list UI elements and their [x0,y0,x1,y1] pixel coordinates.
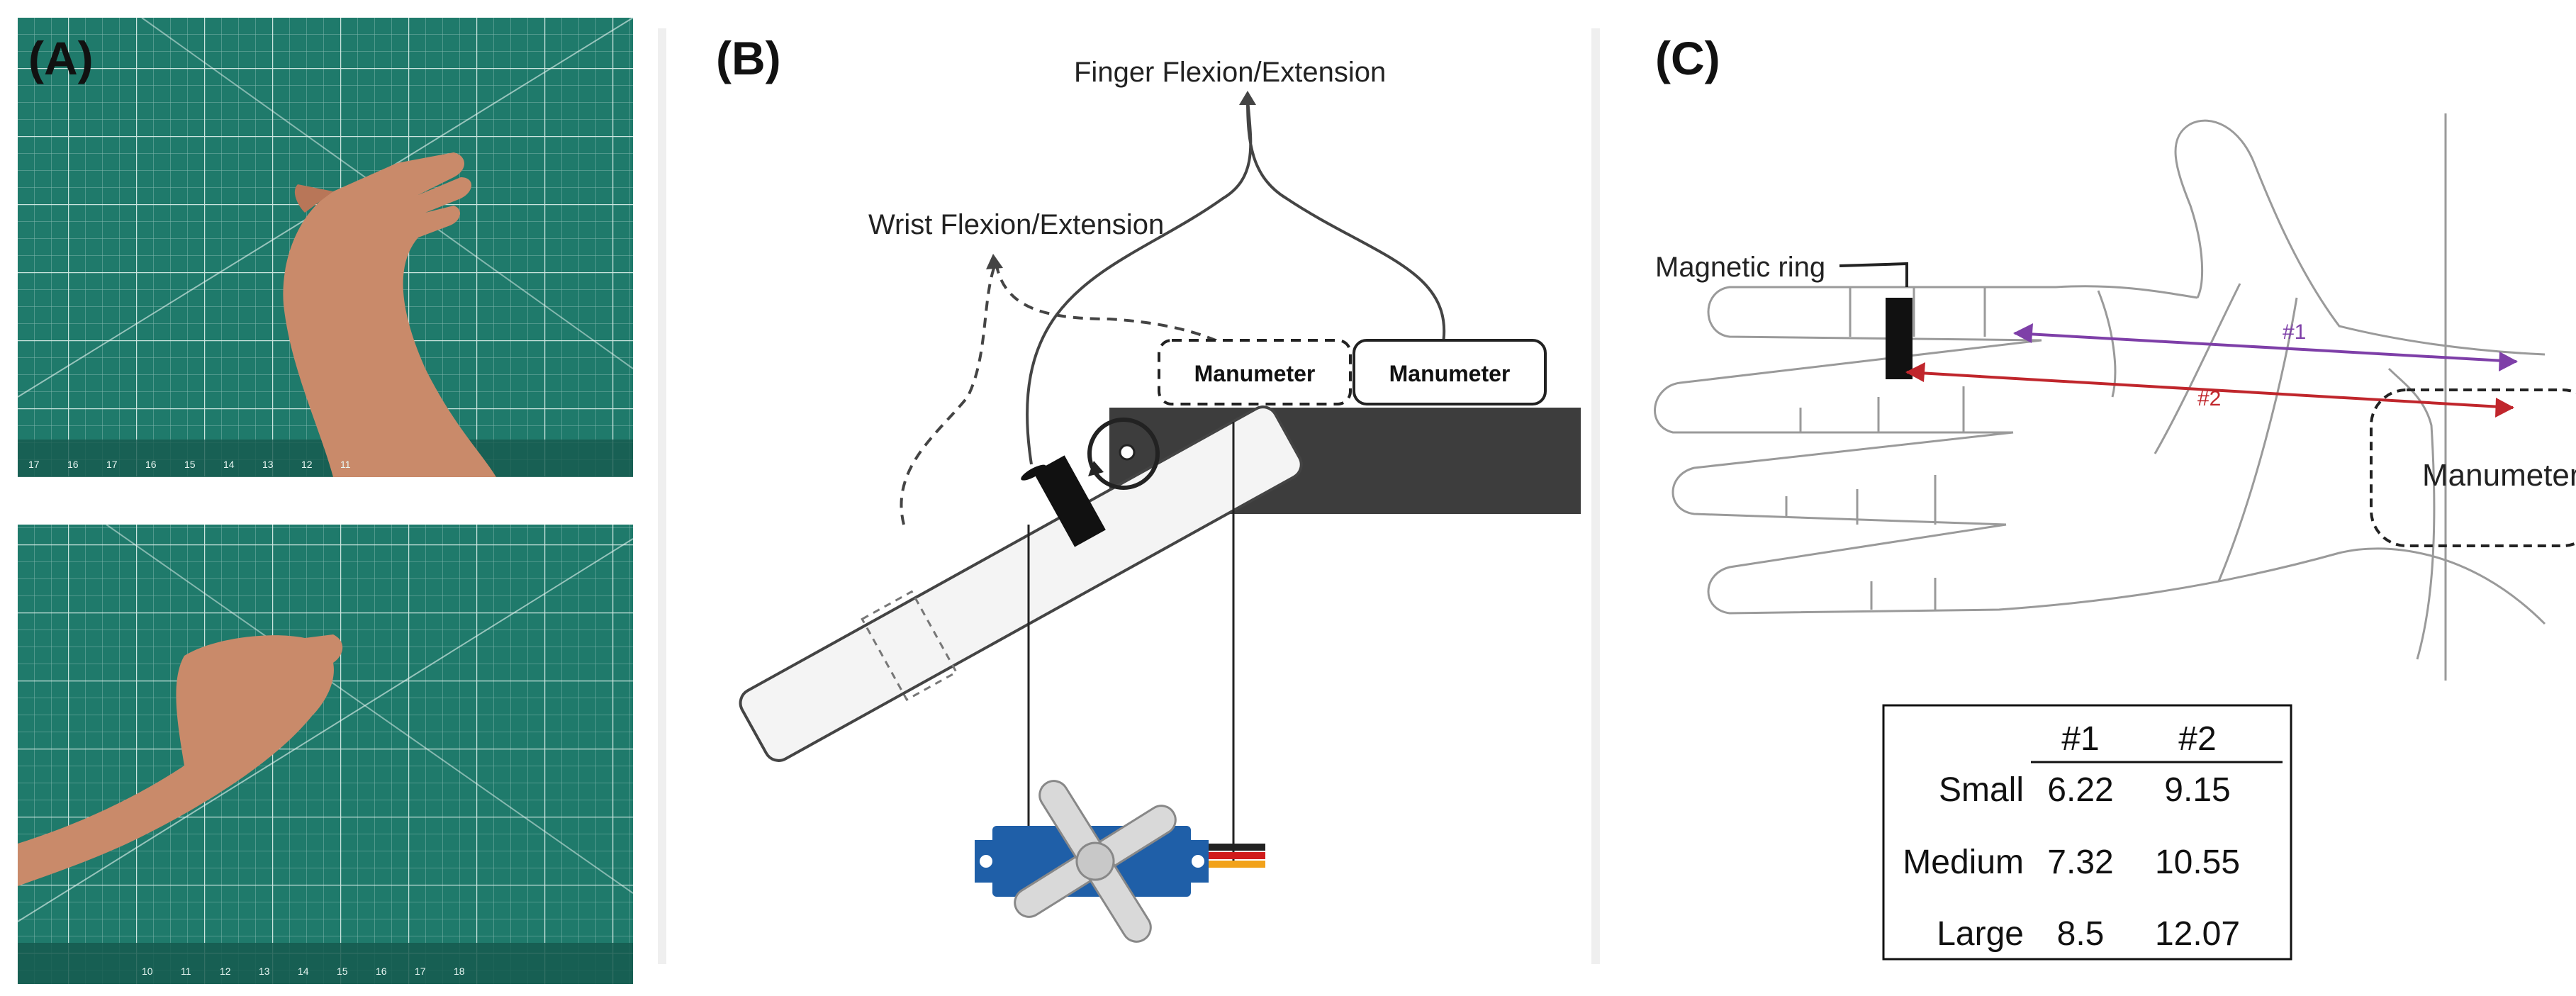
ruler-number: 13 [259,966,270,977]
ruler-number: 10 [142,966,153,977]
table-row-size: Medium [1903,844,2024,881]
ruler-number: 11 [181,966,191,977]
table-cell: 9.15 [2164,771,2230,809]
ruler-number: 12 [301,459,313,470]
size-table: #1 #2 Small 6.22 9.15 Medium 7.32 10.55 … [1882,704,2292,961]
ruler-bottom: 10 11 12 13 14 15 16 17 18 [142,966,465,977]
fist-shape [18,634,343,886]
measure-1: #1 [2013,320,2518,371]
table-row-size: Small [1939,771,2024,809]
magnetic-ring-icon [1886,298,1913,379]
divider-bc [1591,28,1600,964]
divider-ab [658,28,666,964]
table-cell: 6.22 [2047,771,2113,809]
panel-b: (B) Finger Flexion/Extension Wrist Flexi… [670,0,1584,996]
table-row-size: Large [1937,915,2024,953]
ruler-number: 16 [67,459,79,470]
table-header-1: #1 [2061,720,2099,758]
finger-arrow-icon [1239,91,1256,105]
panel-b-svg: (B) Finger Flexion/Extension Wrist Flexi… [716,32,1581,943]
ruler-number: 14 [223,459,235,470]
magnetic-ring-icon [1021,455,1106,547]
table-cell: 12.07 [2155,915,2240,953]
manometer-dashed-box: Manumeter [1158,339,1352,405]
ruler-number: 13 [262,459,274,470]
rotation-axis-icon [1087,418,1160,490]
ruler-number: 16 [145,459,157,470]
panel-c: (C) Magnetic ring #1 [1602,0,2576,996]
measure-2: #2 [1905,362,2514,418]
panel-a-svg: 17 16 17 16 15 14 13 12 11 [17,17,634,984]
manometer-solid-box: Manumeter [1353,339,1547,405]
wrist-flexion-label: Wrist Flexion/Extension [868,209,1164,240]
photo-open-hand: 17 16 17 16 15 14 13 12 11 [17,17,634,477]
measure-1-label: #1 [2283,320,2306,344]
finger-curve [1026,99,1445,465]
manometer-box [2370,388,2576,547]
panel-c-svg: (C) Magnetic ring #1 [1654,32,2576,961]
panel-c-label: (C) [1655,32,1720,84]
photo-closed-fist: 10 11 12 13 14 15 16 17 18 [17,524,634,984]
ruler-number: 17 [106,459,118,470]
ruler-number: 18 [454,966,465,977]
ruler-number: 15 [337,966,348,977]
finger-flexion-label: Finger Flexion/Extension [1074,57,1386,88]
forearm-shape [739,405,1303,762]
table-header-2: #2 [2178,720,2216,758]
manometer-label: Manumeter [2422,458,2576,493]
ruler-number: 11 [340,459,351,470]
open-hand-shape [283,152,496,477]
hand-drawing [1654,113,2546,681]
manometer-solid-label: Manumeter [1389,361,1511,386]
ruler-number: 17 [415,966,426,977]
panel-a: 17 16 17 16 15 14 13 12 11 [0,0,652,996]
panel-a-label: (A) [28,32,94,84]
manometer-dashed-label: Manumeter [1194,361,1316,386]
wrist-arrow-icon [986,254,1003,269]
ruler-number: 17 [28,459,40,470]
magnetic-ring-pointer [1839,262,1908,287]
panel-b-label: (B) [716,32,781,84]
ruler-number: 12 [220,966,231,977]
measure-2-label: #2 [2197,387,2221,410]
table-cell: 8.5 [2057,915,2105,953]
ruler-number: 14 [298,966,309,977]
ruler-number: 16 [376,966,387,977]
servo-motor-icon [975,780,1265,943]
magnetic-ring-label: Magnetic ring [1655,252,1825,283]
table-cell: 10.55 [2155,844,2240,881]
ruler-top: 17 16 17 16 15 14 13 12 11 [28,459,351,470]
table-cell: 7.32 [2047,844,2113,881]
ruler-number: 15 [184,459,196,470]
